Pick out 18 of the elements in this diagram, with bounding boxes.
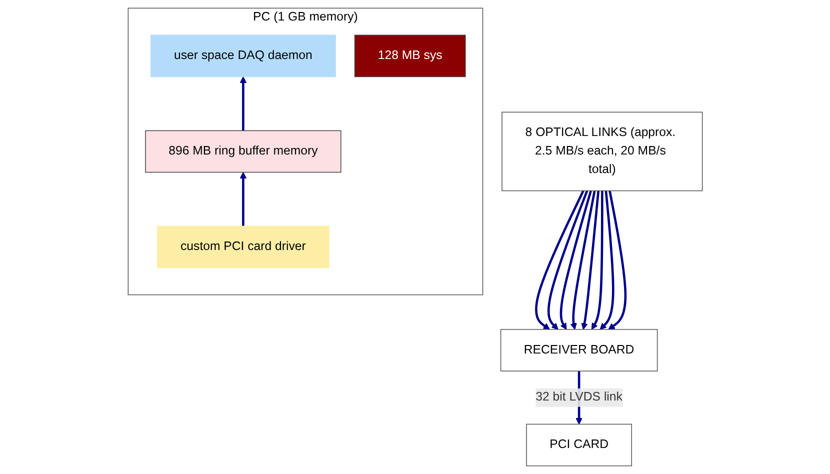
arrow <box>591 190 604 330</box>
node-box: 896 MB ring buffer memory <box>144 130 341 173</box>
arrow <box>534 190 584 330</box>
node-box: RECEIVER BOARD <box>500 329 658 372</box>
arrow <box>600 190 614 330</box>
node-box: custom PCI card driver <box>156 226 330 268</box>
node-box: 128 MB sys <box>354 34 466 78</box>
arrow <box>240 76 246 131</box>
edge-label: 32 bit LVDS link <box>535 390 622 404</box>
arrow <box>580 190 600 330</box>
node-box: 8 OPTICAL LINKS (approx. 2.5 MB/s each, 20 MB/s total) <box>501 112 702 192</box>
arrow <box>240 172 246 226</box>
arrow <box>570 190 596 330</box>
arrow <box>547 190 588 330</box>
arrow <box>560 190 592 330</box>
node-box: PCI CARD <box>526 424 632 466</box>
arrow <box>608 190 626 330</box>
node-box: user space DAQ daemon <box>150 34 336 78</box>
